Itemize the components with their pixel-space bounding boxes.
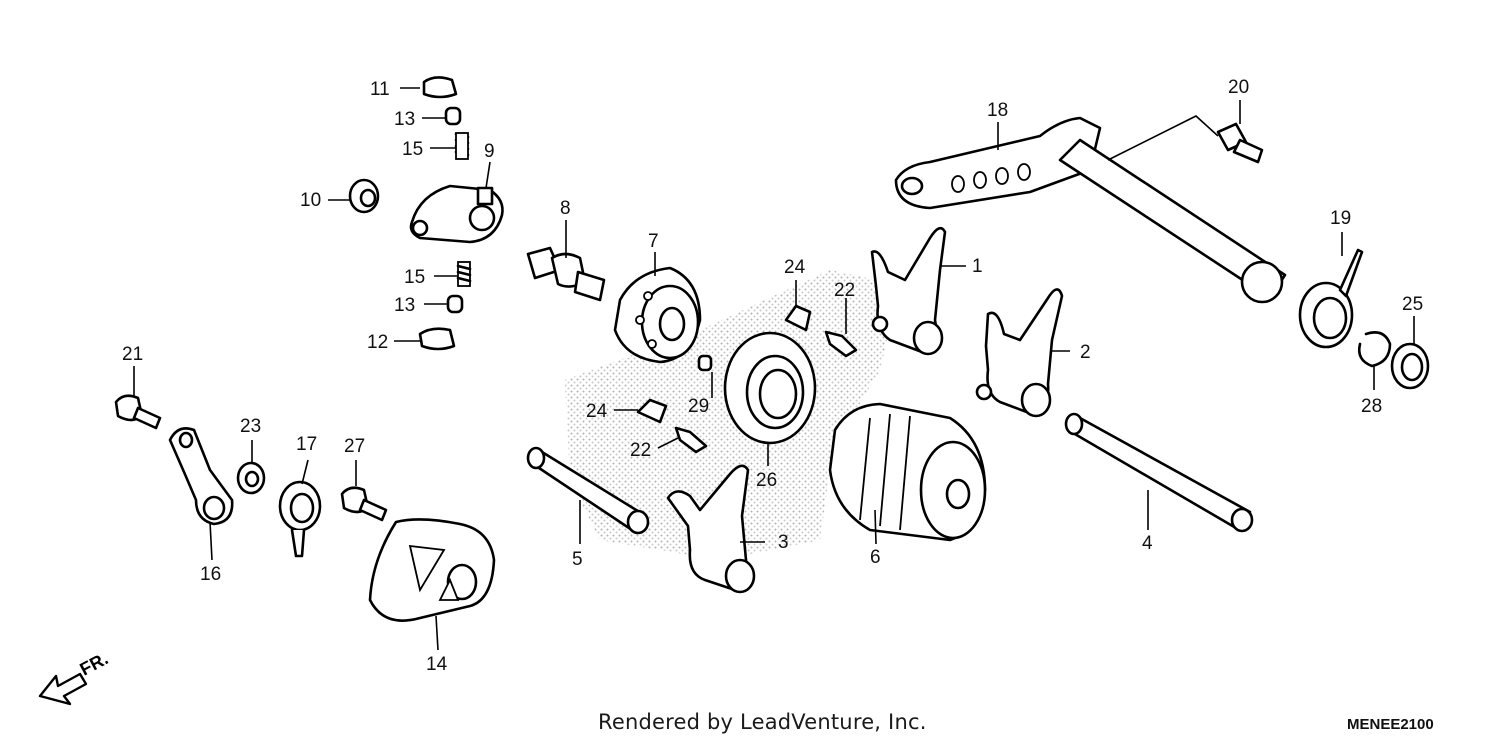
part-25-washer — [1390, 342, 1430, 390]
callout-5: 5 — [572, 549, 583, 570]
callout-14: 14 — [426, 654, 448, 675]
part-13-pin-lower — [446, 294, 464, 314]
part-22-screw-lower — [674, 426, 708, 454]
part-7-drum-center — [613, 266, 702, 364]
part-2-shift-fork — [975, 288, 1064, 418]
callout-27: 27 — [344, 436, 365, 457]
part-6-shift-drum — [828, 402, 987, 542]
part-29-dowel-pin — [697, 354, 713, 372]
callout-20: 20 — [1228, 77, 1249, 98]
part-4-fork-shaft — [1064, 412, 1254, 533]
part-3-shift-fork — [666, 464, 756, 594]
part-12-cap — [418, 327, 456, 351]
callout-25: 25 — [1402, 294, 1423, 315]
part-18-gearshift-spindle — [894, 116, 1287, 304]
rendered-by-credit: Rendered by LeadVenture, Inc. — [598, 710, 927, 734]
part-17-spring — [278, 480, 322, 558]
part-24-plate-lower — [636, 398, 668, 424]
part-5-fork-shaft — [526, 446, 650, 535]
callout-17: 17 — [296, 434, 317, 455]
callout-7: 7 — [648, 231, 659, 252]
callout-15-upper: 15 — [402, 139, 423, 160]
part-15-spring-lower — [456, 261, 472, 287]
callout-6: 6 — [870, 547, 881, 568]
front-direction-arrow-icon: FR. — [38, 648, 111, 706]
part-11-cap — [422, 76, 458, 99]
part-8-bolt — [526, 246, 606, 302]
callout-8: 8 — [560, 198, 571, 219]
callout-11: 11 — [370, 79, 390, 100]
part-23-washer — [236, 461, 266, 495]
callout-10: 10 — [300, 190, 321, 211]
part-20-bolt — [1216, 122, 1264, 164]
part-10-collar — [348, 178, 380, 214]
callout-13-upper: 13 — [394, 109, 415, 130]
callout-13-lower: 13 — [394, 295, 415, 316]
callout-21: 21 — [122, 344, 143, 365]
part-14-guide-plate — [368, 518, 496, 622]
callout-2: 2 — [1080, 342, 1091, 363]
part-26-bearing — [723, 331, 817, 445]
callout-24-lower: 24 — [586, 401, 608, 422]
part-9-stopper-arm — [409, 184, 504, 244]
callout-19: 19 — [1330, 208, 1351, 229]
part-16-shift-arm — [168, 427, 234, 526]
callout-29: 29 — [688, 396, 709, 417]
part-1-shift-fork — [870, 226, 947, 356]
part-19-return-spring — [1298, 248, 1364, 349]
leader-lines — [133, 87, 1415, 651]
callout-28: 28 — [1361, 396, 1382, 417]
callout-1: 1 — [972, 256, 983, 277]
callout-4: 4 — [1142, 533, 1153, 554]
callout-22-upper: 22 — [834, 280, 855, 301]
callout-12: 12 — [367, 332, 388, 353]
callout-24-upper: 24 — [784, 257, 806, 278]
part-28-circlip — [1357, 331, 1392, 368]
part-27-bolt — [340, 486, 388, 522]
callout-26: 26 — [756, 470, 777, 491]
part-21-bolt — [114, 394, 162, 430]
callout-22-lower: 22 — [630, 440, 651, 461]
part-13-pin-upper — [444, 106, 462, 126]
callout-3: 3 — [778, 532, 789, 553]
part-24-plate-upper — [784, 304, 812, 332]
callout-15-lower: 15 — [404, 267, 425, 288]
part-15-spring-upper — [454, 132, 470, 160]
callout-16: 16 — [200, 564, 221, 585]
callout-18: 18 — [987, 100, 1008, 121]
diagram-code: MENEE2100 — [1347, 716, 1434, 733]
callout-numbers: 11 13 15 9 10 15 13 12 8 7 24 22 29 24 2… — [122, 77, 1423, 675]
part-22-screw-upper — [824, 330, 858, 358]
callout-23: 23 — [240, 416, 261, 437]
callout-9: 9 — [484, 141, 495, 162]
